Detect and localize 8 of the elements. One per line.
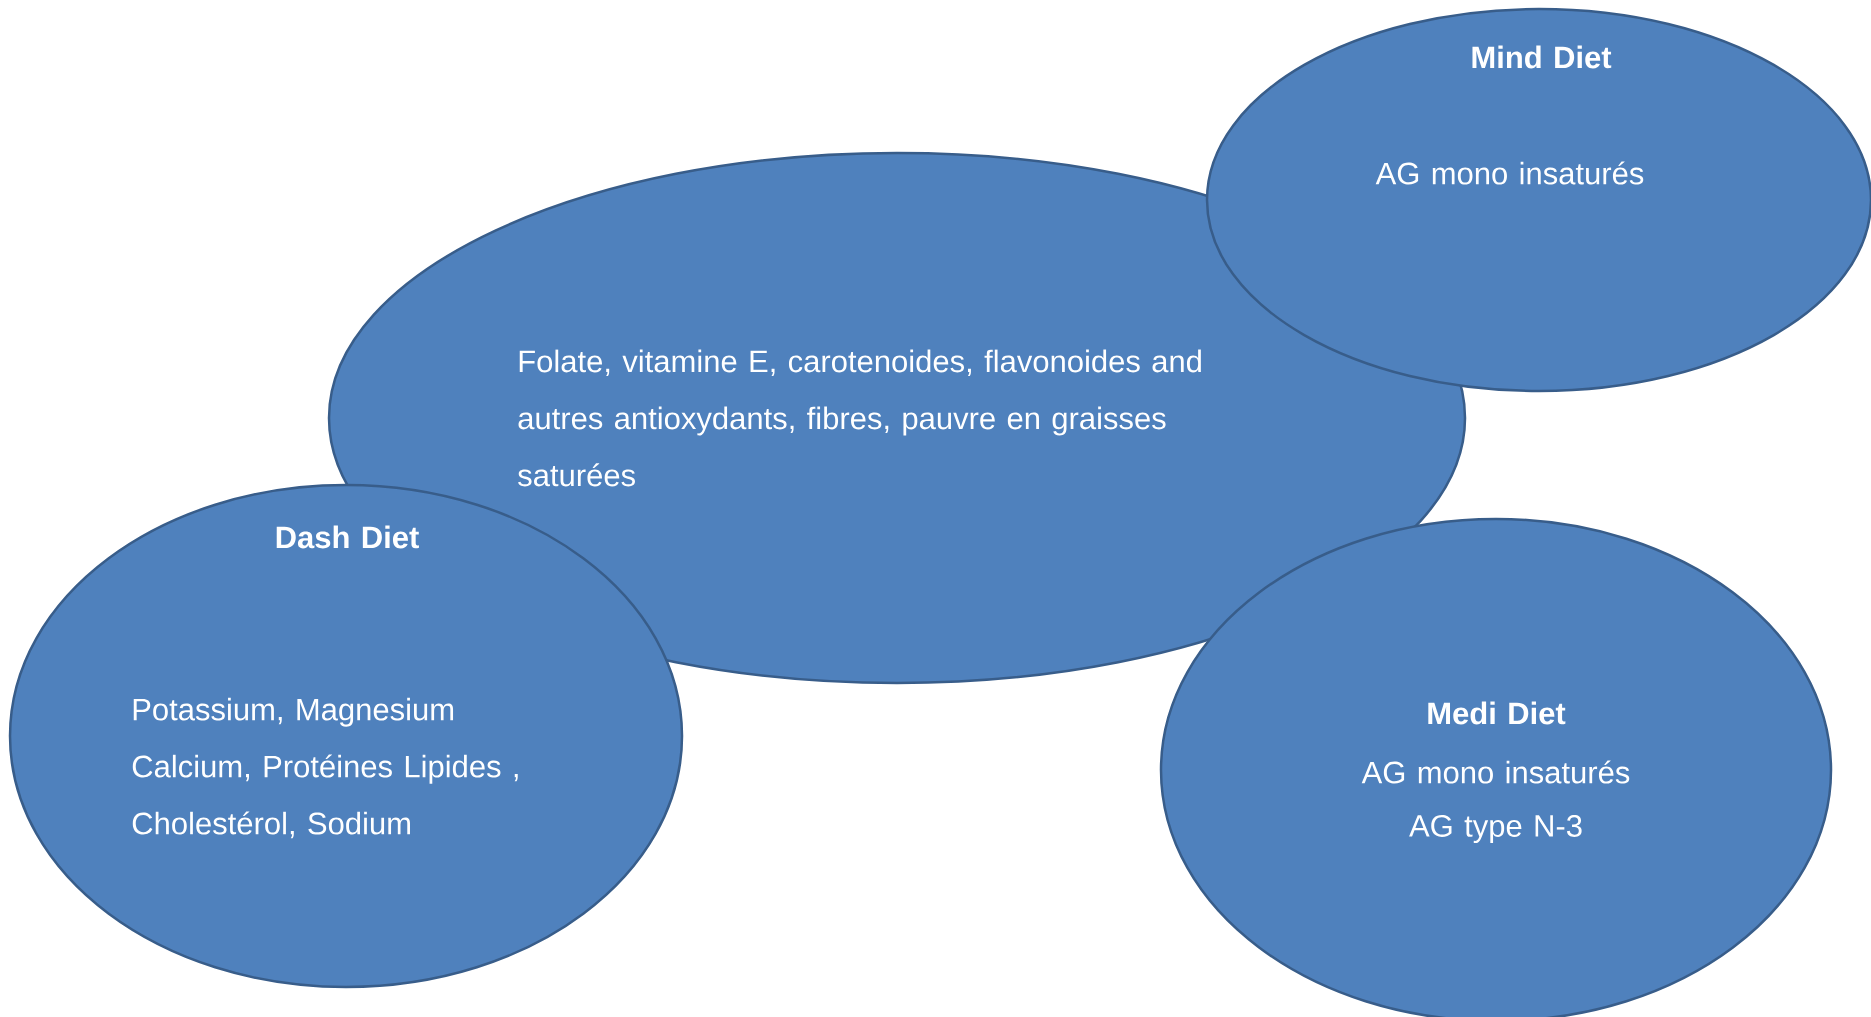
diet-heading: Dash Diet — [276, 525, 419, 549]
ellipse-text: AG mono insaturés — [1361, 760, 1630, 784]
ellipse-text: AG type N-3 — [1409, 814, 1582, 844]
diet-heading: Mind Diet — [1472, 45, 1612, 69]
diet-heading: Medi Diet — [1428, 701, 1566, 725]
ellipse-text: AG mono insaturés — [1375, 161, 1644, 185]
ellipse-text: Potassium, Magnesium Calcium, Protéines Lipides , Cholestérol, Sodium — [132, 697, 518, 839]
ellipse-text: Folate, vitamine E, carotenoides, flavonoides and autres antioxydants, fibres, pauvre en graisses saturées — [518, 349, 1201, 487]
